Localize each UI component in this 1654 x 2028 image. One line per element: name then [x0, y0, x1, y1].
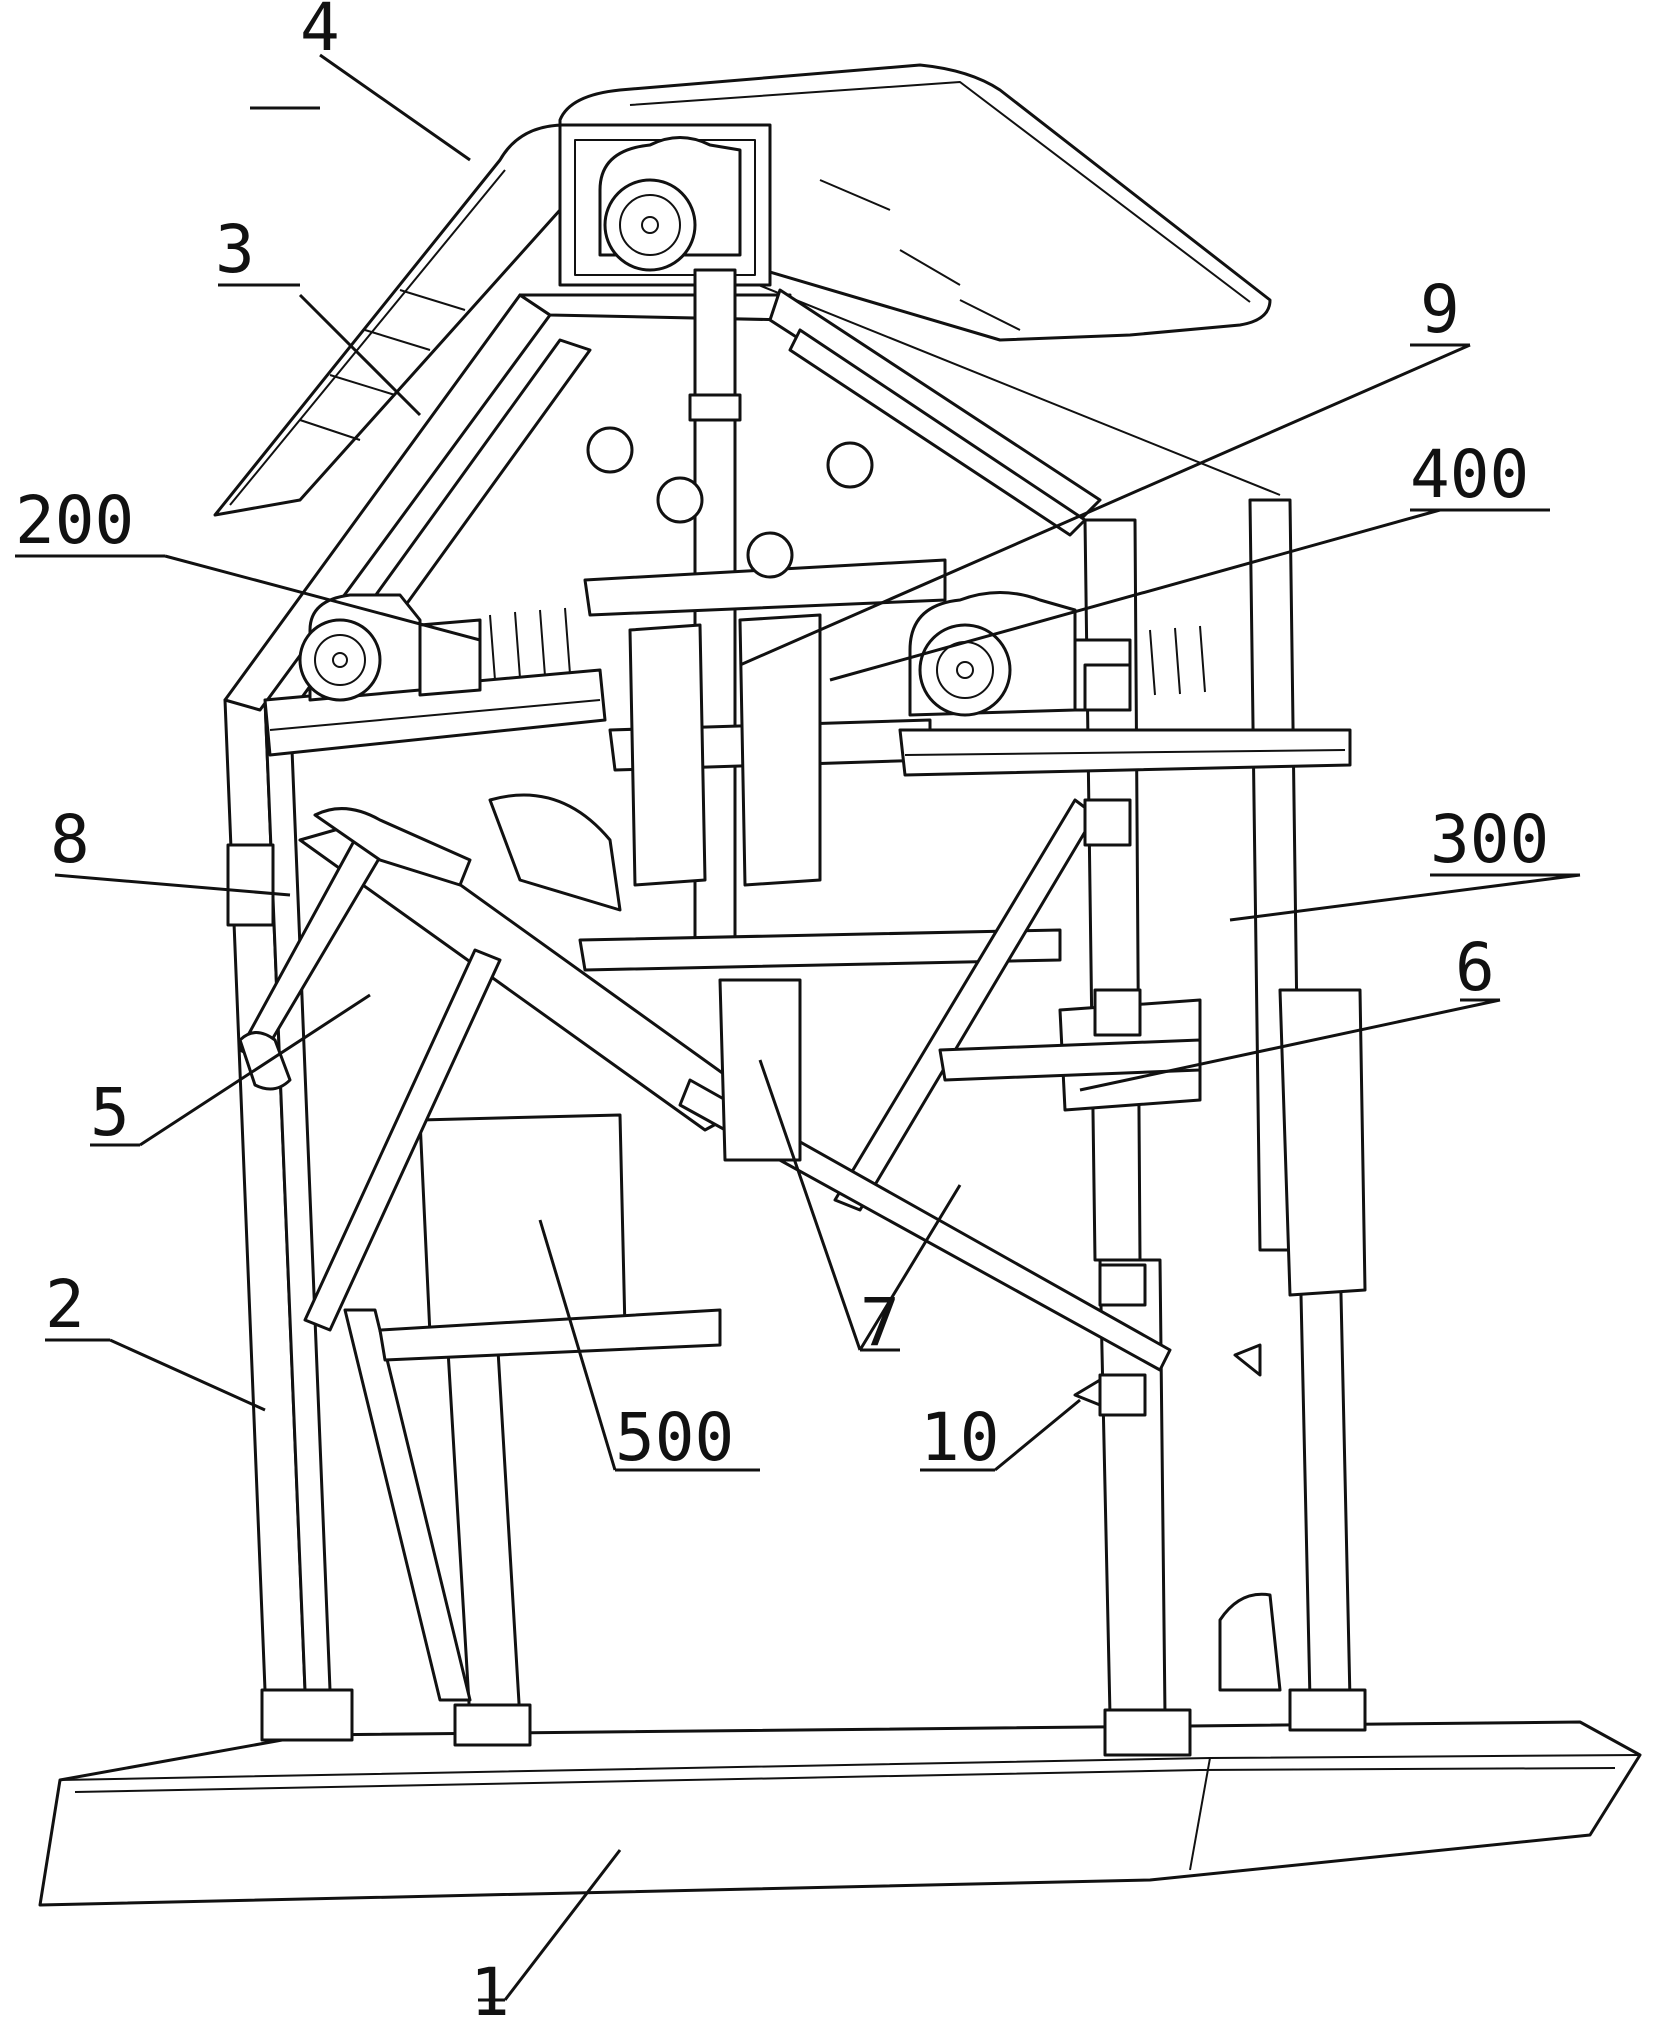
- middle-structure: [303, 798, 1367, 1372]
- label-300: 300: [1430, 801, 1549, 878]
- label-10: 10: [920, 1399, 999, 1476]
- label-3: 3: [215, 211, 255, 288]
- label-2: 2: [45, 1266, 85, 1343]
- label-5: 5: [90, 1074, 130, 1151]
- brackets: [226, 663, 1282, 1692]
- label-6: 6: [1455, 929, 1495, 1006]
- label-4: 4: [300, 0, 340, 66]
- label-9: 9: [1420, 271, 1460, 348]
- label-500: 500: [615, 1399, 734, 1476]
- base-plate: [38, 1720, 1642, 1907]
- label-200: 200: [15, 482, 134, 559]
- top-motor: [598, 136, 742, 272]
- label-1: 1: [470, 1954, 510, 2028]
- roof-ladder: [299, 179, 1021, 441]
- part-labels: 4 3 9 400 200 300 8 6 5 2 7 500 10 1: [15, 0, 1549, 2028]
- arm-assembly: [238, 793, 762, 1132]
- label-400: 400: [1410, 436, 1529, 513]
- leader-lines: [15, 53, 1581, 2002]
- label-8: 8: [50, 801, 90, 878]
- label-7: 7: [860, 1284, 900, 1361]
- left-shelf: [263, 593, 607, 757]
- center-shelf: [583, 426, 947, 887]
- right-shelf: [898, 591, 1352, 777]
